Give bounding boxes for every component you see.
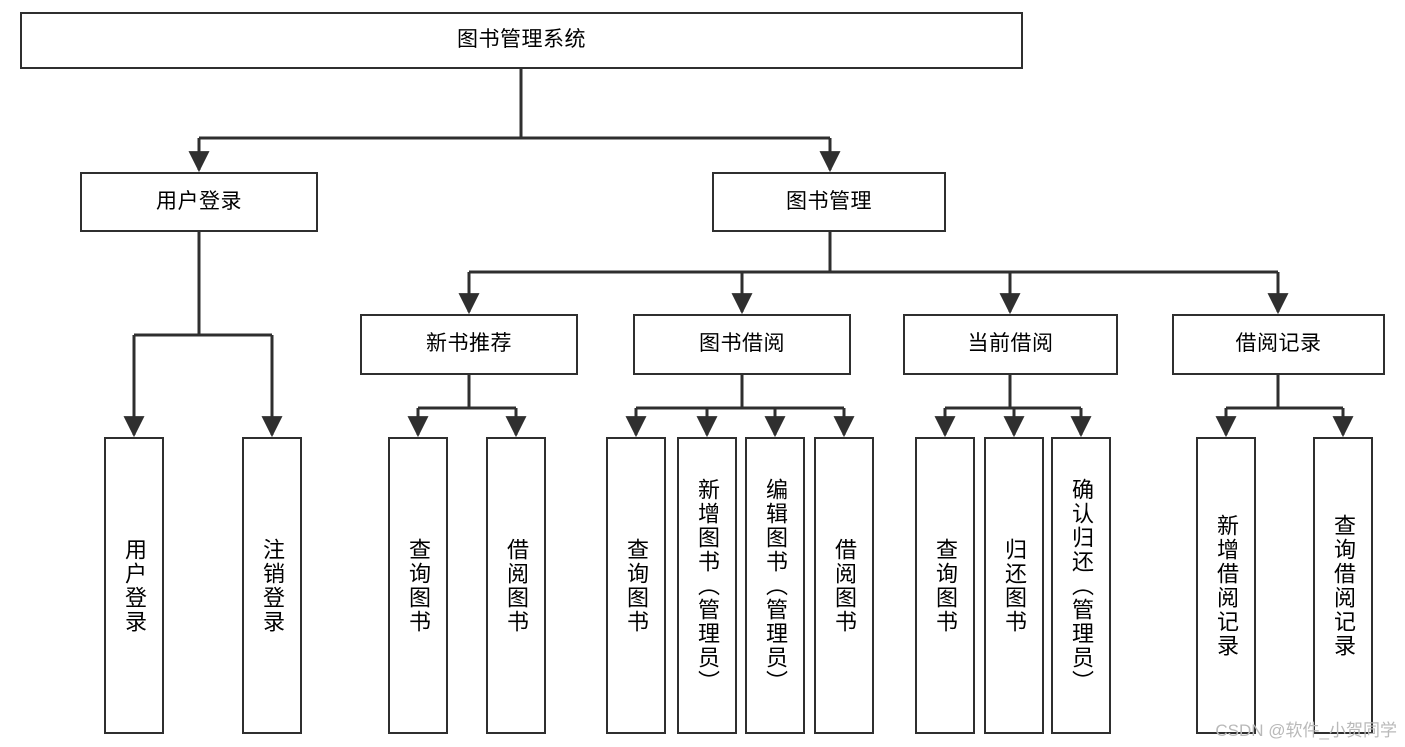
node-user-login[interactable]: 用户登录 — [80, 172, 318, 232]
leaf-user-login-label: 用户登录 — [122, 537, 147, 634]
leaf-edit-book-admin[interactable]: 编辑图书（管理员） — [745, 437, 805, 734]
leaf-query-book-1-label: 查询图书 — [406, 537, 431, 634]
leaf-borrow-book-1[interactable]: 借阅图书 — [486, 437, 546, 734]
node-new-book-recommend[interactable]: 新书推荐 — [360, 314, 578, 375]
leaf-return-book[interactable]: 归还图书 — [984, 437, 1044, 734]
node-borrow-record-label: 借阅记录 — [1235, 332, 1322, 356]
leaf-user-logout[interactable]: 注销登录 — [242, 437, 302, 734]
leaf-edit-book-admin-label: 编辑图书（管理员） — [763, 477, 788, 694]
leaf-borrow-book-2[interactable]: 借阅图书 — [814, 437, 874, 734]
leaf-add-book-admin-label: 新增图书（管理员） — [695, 477, 720, 694]
node-new-book-recommend-label: 新书推荐 — [426, 332, 512, 356]
node-current-borrow-label: 当前借阅 — [967, 332, 1054, 356]
leaf-confirm-return-admin-label: 确认归还（管理员） — [1069, 477, 1094, 694]
node-root[interactable]: 图书管理系统 — [20, 12, 1023, 69]
leaf-query-book-1[interactable]: 查询图书 — [388, 437, 448, 734]
node-book-borrow-label: 图书借阅 — [699, 332, 785, 356]
node-current-borrow[interactable]: 当前借阅 — [903, 314, 1118, 375]
leaf-return-book-label: 归还图书 — [1002, 537, 1027, 634]
node-book-borrow[interactable]: 图书借阅 — [633, 314, 851, 375]
node-user-login-label: 用户登录 — [156, 189, 242, 213]
leaf-add-book-admin[interactable]: 新增图书（管理员） — [677, 437, 737, 734]
leaf-confirm-return-admin[interactable]: 确认归还（管理员） — [1051, 437, 1111, 734]
leaf-add-borrow-record-label: 新增借阅记录 — [1214, 513, 1239, 658]
leaf-borrow-book-1-label: 借阅图书 — [504, 537, 529, 634]
node-book-manage-label: 图书管理 — [786, 189, 872, 213]
node-book-manage[interactable]: 图书管理 — [712, 172, 946, 232]
leaf-user-login[interactable]: 用户登录 — [104, 437, 164, 734]
node-borrow-record[interactable]: 借阅记录 — [1172, 314, 1385, 375]
leaf-query-book-3-label: 查询图书 — [933, 537, 958, 634]
leaf-borrow-book-2-label: 借阅图书 — [832, 537, 857, 634]
leaf-add-borrow-record[interactable]: 新增借阅记录 — [1196, 437, 1256, 734]
watermark: CSDN @软件_小贺同学 — [1215, 721, 1397, 740]
leaf-query-book-3[interactable]: 查询图书 — [915, 437, 975, 734]
leaf-query-book-2-label: 查询图书 — [624, 537, 649, 634]
leaf-user-logout-label: 注销登录 — [260, 537, 285, 634]
leaf-query-book-2[interactable]: 查询图书 — [606, 437, 666, 734]
leaf-query-borrow-record-label: 查询借阅记录 — [1331, 513, 1356, 658]
leaf-query-borrow-record[interactable]: 查询借阅记录 — [1313, 437, 1373, 734]
node-root-label: 图书管理系统 — [457, 28, 586, 52]
